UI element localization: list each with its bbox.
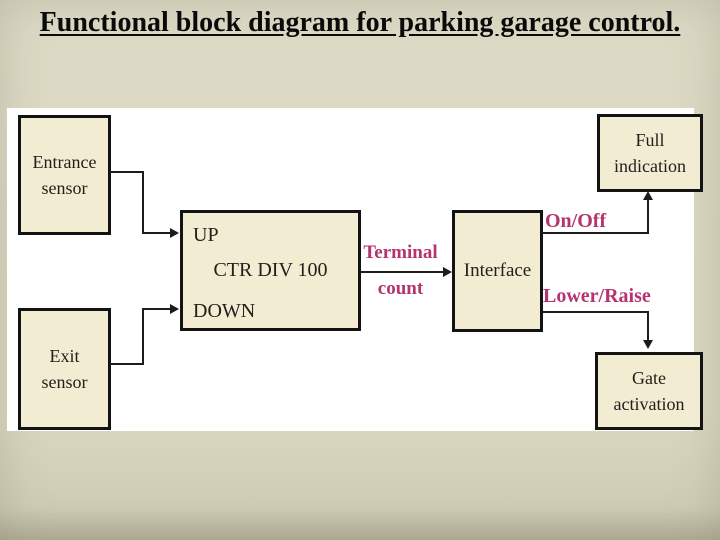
gate-activation-label-line2: activation xyxy=(613,394,685,414)
slide-title: Functional block diagram for parking gar… xyxy=(39,7,681,38)
counter-name-label: CTR DIV 100 xyxy=(213,259,328,281)
connector-entrance-seg1 xyxy=(110,171,144,173)
signal-label-terminal-count: Terminal count xyxy=(352,235,449,307)
gate-activation-label-line1: Gate xyxy=(632,368,666,388)
connector-onoff-seg2 xyxy=(647,196,649,234)
block-full-indication: Full indication xyxy=(597,114,703,192)
exit-sensor-label-line1: Exit xyxy=(49,346,80,366)
block-exit-sensor: Exit sensor xyxy=(18,308,111,430)
connector-exit-seg2 xyxy=(142,309,144,365)
signal-label-lower-raise: Lower/Raise xyxy=(543,285,651,307)
connector-entrance-seg3 xyxy=(142,232,172,234)
arrowhead-entrance-to-up xyxy=(170,228,179,238)
connector-entrance-seg2 xyxy=(142,171,144,234)
counter-up-input-label: UP xyxy=(193,224,219,246)
connector-lowerraise-seg2 xyxy=(647,311,649,342)
signal-label-on-off: On/Off xyxy=(545,210,607,232)
full-indication-label-line2: indication xyxy=(614,156,686,176)
block-interface: Interface xyxy=(452,210,543,332)
exit-sensor-label-line2: sensor xyxy=(41,372,88,392)
arrowhead-onoff-to-full xyxy=(643,191,653,200)
arrowhead-exit-to-down xyxy=(170,304,179,314)
block-gate-activation: Gate activation xyxy=(595,352,703,430)
entrance-sensor-label-line2: sensor xyxy=(41,178,88,198)
full-indication-label-line1: Full xyxy=(635,130,665,150)
terminal-count-line2: count xyxy=(377,278,424,299)
counter-down-input-label: DOWN xyxy=(193,300,256,322)
connector-exit-seg1 xyxy=(110,363,144,365)
arrowhead-terminal-count xyxy=(443,267,452,277)
entrance-sensor-label-line1: Entrance xyxy=(32,152,97,172)
connector-lowerraise-seg1 xyxy=(542,311,649,313)
arrowhead-lowerraise-to-gate xyxy=(643,340,653,349)
interface-label: Interface xyxy=(463,260,532,281)
connector-onoff-seg1 xyxy=(542,232,649,234)
terminal-count-line1: Terminal xyxy=(363,242,438,263)
connector-terminal-count xyxy=(360,271,444,273)
block-entrance-sensor: Entrance sensor xyxy=(18,115,111,235)
block-counter-ctr-div-100: UP CTR DIV 100 DOWN xyxy=(180,210,361,331)
connector-exit-seg3 xyxy=(142,308,172,310)
